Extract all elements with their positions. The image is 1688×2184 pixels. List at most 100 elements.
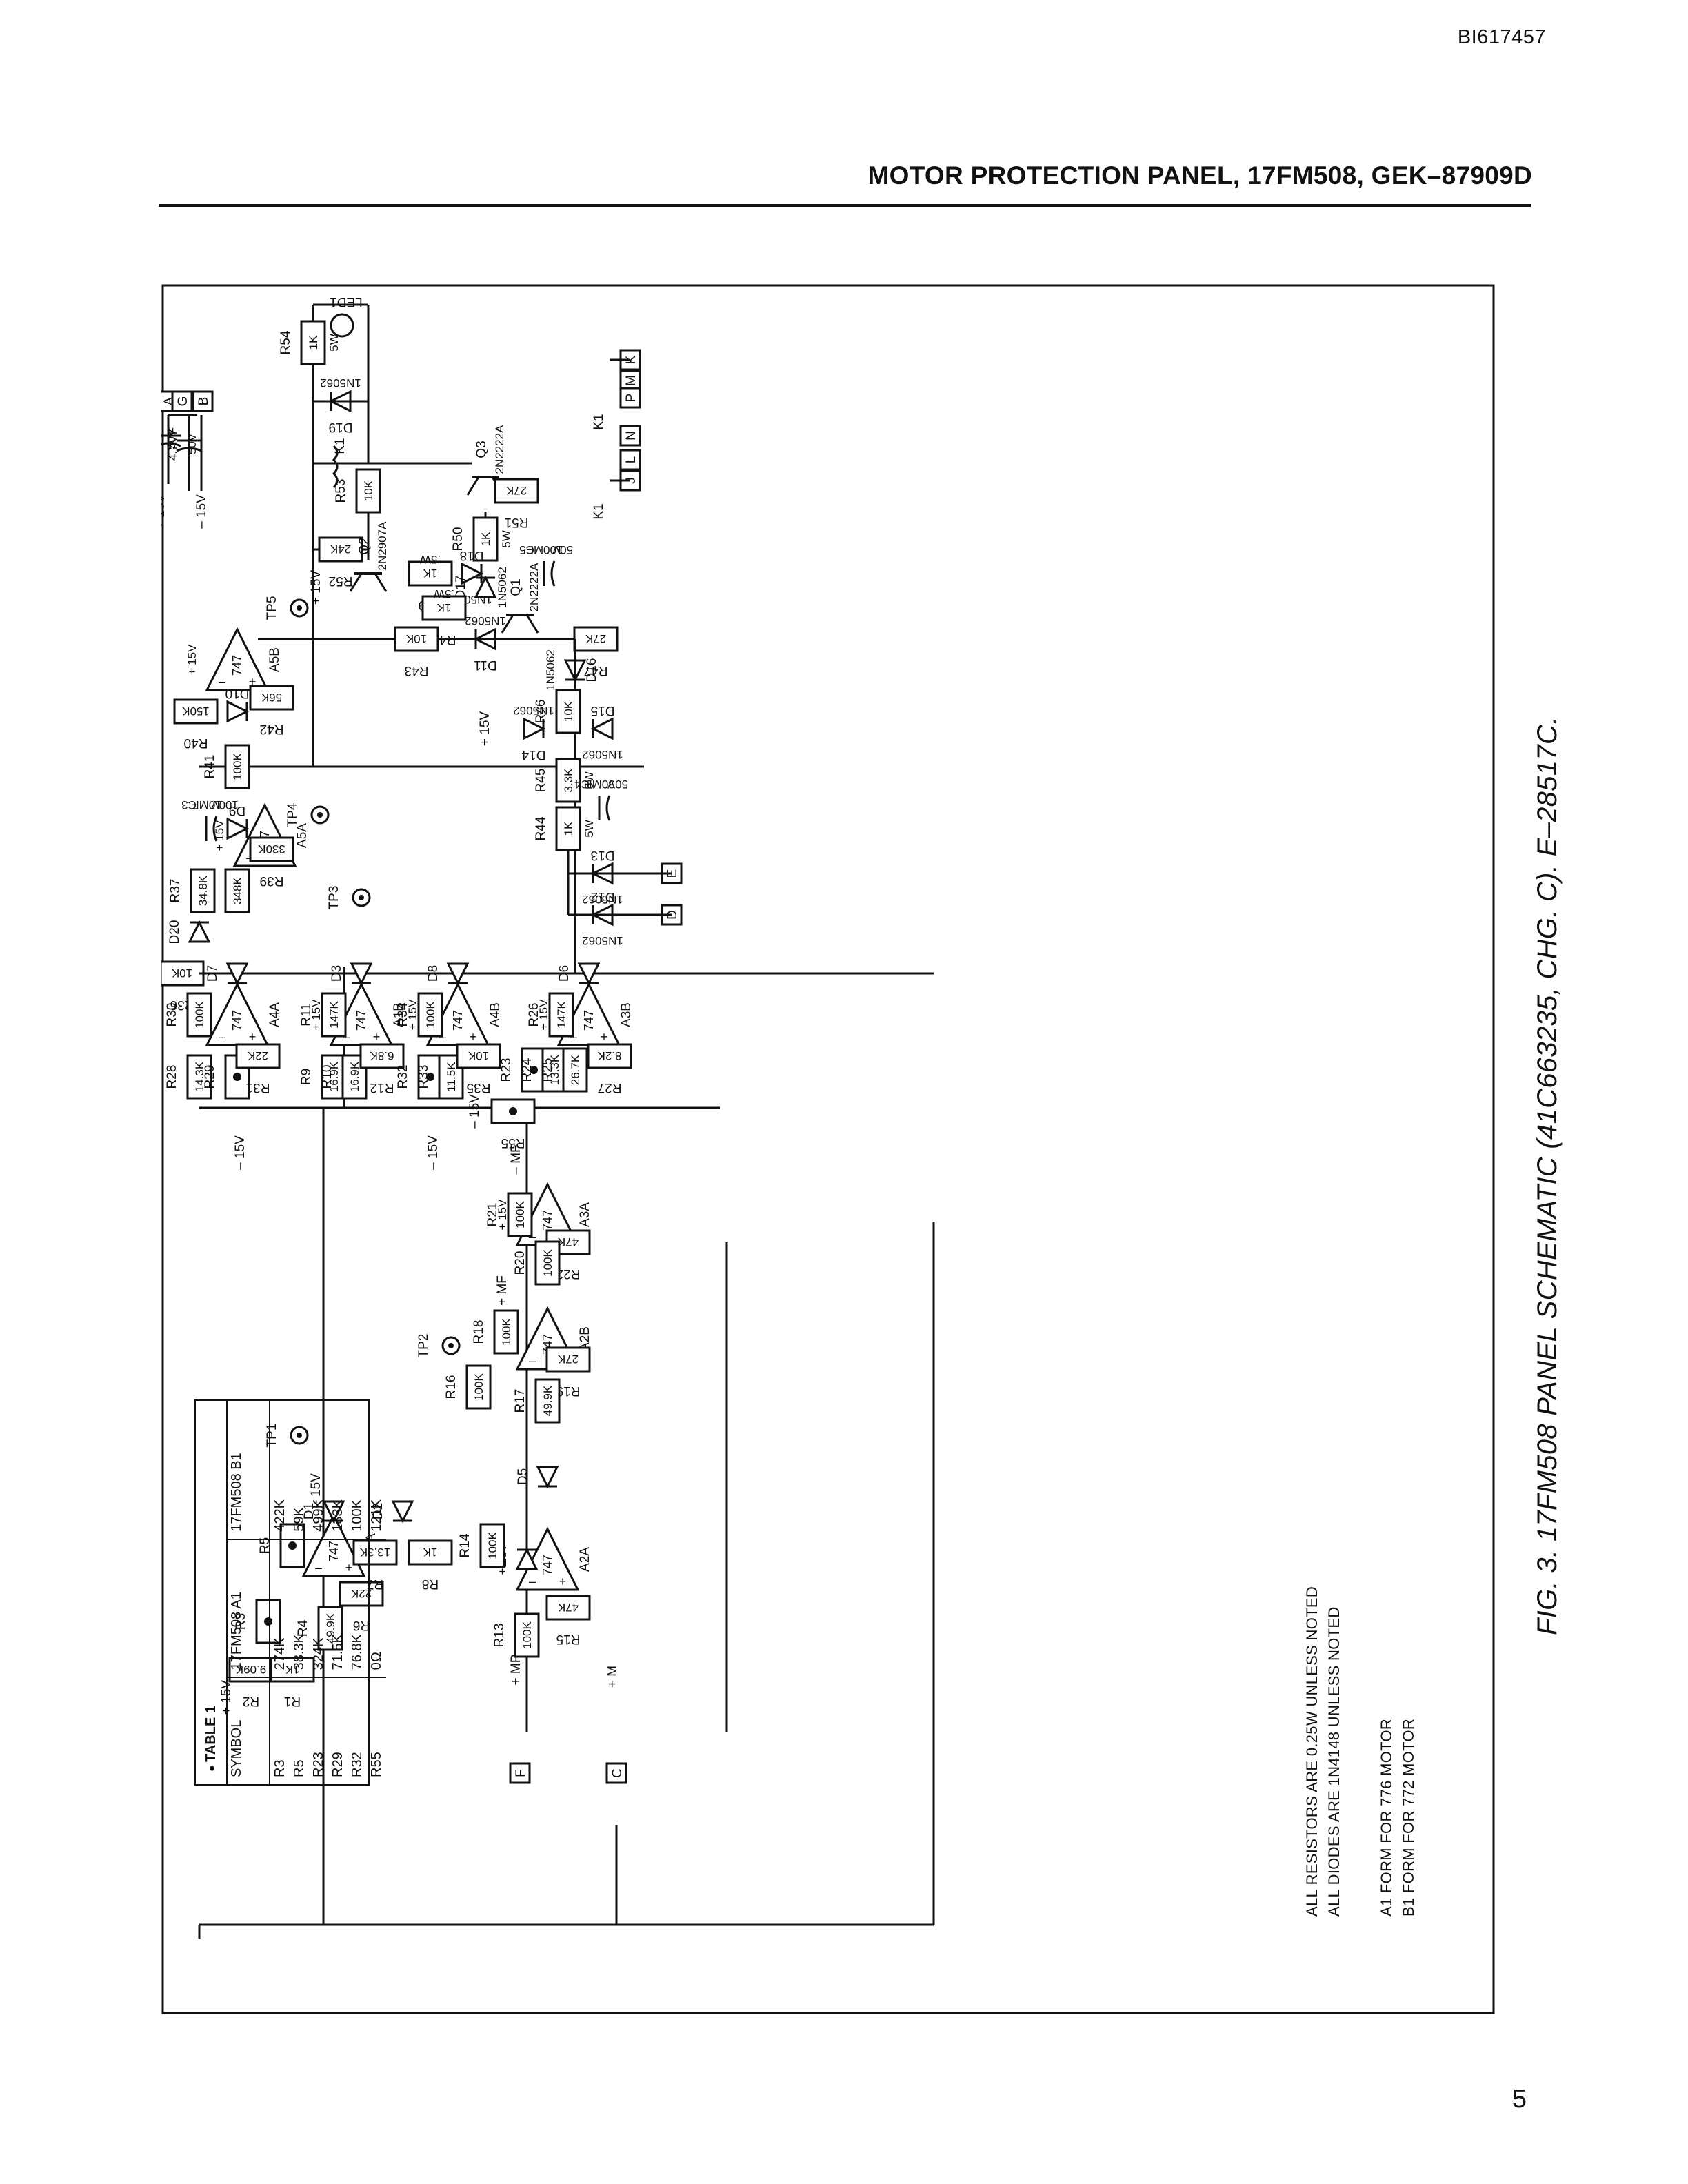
supply-neg-label: – 15V bbox=[426, 1135, 441, 1170]
test-point-center bbox=[297, 605, 302, 611]
m-pos-label: + M bbox=[605, 1666, 620, 1688]
capacitor-label: 4.7MF bbox=[166, 427, 179, 461]
resistor-body bbox=[507, 1192, 533, 1237]
diode-body bbox=[461, 562, 484, 585]
resistor-body bbox=[339, 1581, 384, 1607]
capacitor-label: 50V bbox=[607, 778, 628, 791]
resistor-body bbox=[408, 1539, 453, 1566]
mf-neg-label: – MF bbox=[509, 1144, 523, 1174]
resistor-power: 5W bbox=[328, 334, 341, 352]
resistor-ref: R9 bbox=[299, 1069, 314, 1085]
resistor-value: 10K bbox=[171, 967, 192, 980]
capacitor-label: 50V bbox=[165, 428, 178, 449]
opamp-name: A3A bbox=[578, 1202, 592, 1227]
diode-d7: D7 bbox=[205, 962, 249, 986]
opamp-plus: + bbox=[249, 675, 257, 689]
resistor-value: 47K bbox=[557, 1235, 579, 1248]
test-point-tp4: TP4 bbox=[285, 802, 330, 827]
resistor-body bbox=[228, 1657, 274, 1683]
opamp-supply: + 15V bbox=[185, 644, 199, 676]
table-cell: 274K bbox=[270, 1539, 290, 1678]
table-cell: 38.3K bbox=[290, 1539, 309, 1678]
diode-part: 1N5062 bbox=[496, 567, 509, 608]
resistor-ref: R39 bbox=[260, 873, 284, 888]
diode-ref: D20 bbox=[168, 920, 182, 944]
terminal-l: L bbox=[619, 449, 641, 471]
resistor-body bbox=[541, 1047, 567, 1093]
diode-d9: D9 bbox=[226, 803, 250, 840]
resistor-ref: R47 bbox=[584, 663, 608, 678]
resistor-ref: R11 bbox=[299, 1003, 314, 1026]
terminal-label: N bbox=[624, 431, 639, 441]
resistor-ref: R55 bbox=[501, 1135, 525, 1150]
table-col-b1: 17FM508 B1 bbox=[228, 1401, 270, 1539]
resistor-ref: R4 bbox=[296, 1619, 310, 1637]
diode-ref: D15 bbox=[591, 703, 615, 718]
resistor-body bbox=[249, 685, 294, 711]
resistor-r32: R32 bbox=[396, 1054, 443, 1100]
resistor-ref: R20 bbox=[513, 1251, 528, 1275]
table-cell: 422K bbox=[272, 1499, 288, 1532]
opamp-supply: + 15V bbox=[213, 820, 226, 851]
resistor-ref: R31 bbox=[246, 1080, 270, 1095]
diode-d2: D2 bbox=[371, 1500, 414, 1524]
relay-contact-label: K1 bbox=[592, 503, 606, 519]
resistor-value: 1K bbox=[423, 567, 437, 580]
resistor-value: 9.09K bbox=[235, 1663, 266, 1676]
resistor-value: 330K bbox=[257, 842, 285, 856]
resistor-ref: R53 bbox=[334, 479, 348, 503]
supply-neg-label: – 15V bbox=[194, 494, 209, 529]
opamp-name: A4A bbox=[268, 1002, 282, 1027]
opamp-plus: + bbox=[345, 1561, 353, 1575]
resistor-value: 348K bbox=[231, 876, 244, 904]
resistor-ref: R5 bbox=[258, 1537, 272, 1554]
test-point-label: TP3 bbox=[327, 886, 341, 910]
opamp-plus: + bbox=[601, 1030, 608, 1044]
resistor-ref: R28 bbox=[165, 1065, 179, 1089]
opamp-name: A3B bbox=[619, 1002, 634, 1027]
opamp-name: A5A bbox=[295, 823, 310, 848]
resistor-ref: R19 bbox=[556, 1384, 581, 1398]
terminal-box bbox=[619, 449, 641, 471]
resistor-r31: 22K R31 bbox=[235, 1043, 281, 1095]
test-point-center bbox=[448, 1343, 454, 1348]
diode-ref: D12 bbox=[591, 889, 615, 904]
resistor-ref: R50 bbox=[451, 527, 465, 552]
resistor-ref: R35 bbox=[467, 1080, 491, 1095]
diode-body bbox=[322, 1500, 345, 1524]
diode-body bbox=[226, 817, 250, 840]
opamp-plus: + bbox=[470, 1030, 477, 1044]
resistor-value: 6.8K bbox=[370, 1049, 394, 1062]
capacitor-plate bbox=[161, 442, 181, 447]
resistor-ref: R24 bbox=[520, 1058, 534, 1082]
resistor-ref: R15 bbox=[556, 1632, 581, 1646]
resistor-ref: R22 bbox=[556, 1266, 581, 1281]
resistor-value: 34.8K bbox=[197, 875, 210, 906]
resistor-value: 16.9K bbox=[348, 1061, 361, 1092]
capacitor-label: 100V bbox=[210, 798, 238, 811]
resistor-r39: 330K R39 bbox=[249, 836, 294, 888]
supply-neg-label: – 15V bbox=[161, 694, 165, 729]
resistor-value: 22K bbox=[247, 1049, 268, 1062]
resistor-value: 27K bbox=[505, 484, 527, 497]
opamp-name: A4B bbox=[488, 1002, 503, 1027]
resistor-body bbox=[545, 1346, 591, 1373]
resistor-value: 56K bbox=[261, 691, 282, 704]
opamp-minus: – bbox=[219, 1030, 225, 1044]
transistor-ref: Q1 bbox=[509, 578, 523, 596]
